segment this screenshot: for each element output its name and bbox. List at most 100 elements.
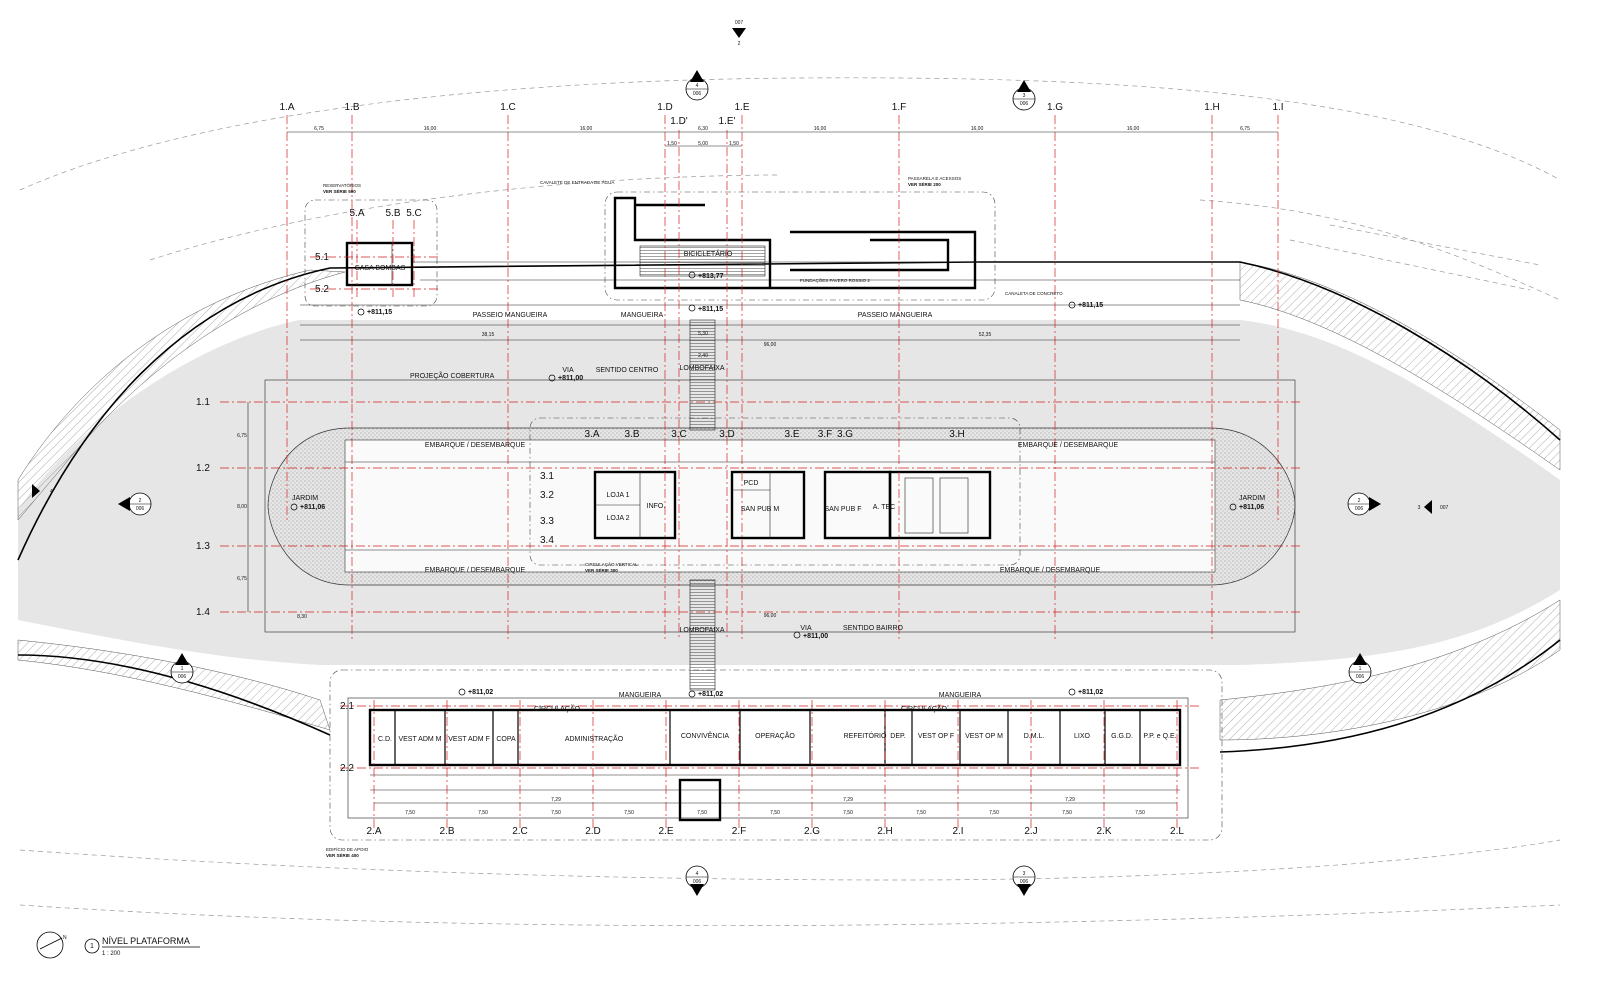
section-4-bottom-num: 4 (696, 871, 699, 877)
section-1-right-ref: 006 (1356, 674, 1365, 680)
room-ppqe: P.P. e Q.E. (1143, 733, 1176, 740)
grid-13: 1.3 (196, 541, 210, 552)
grid-2K: 2.K (1096, 826, 1111, 837)
dim-bot-3: 7,50 (624, 810, 634, 816)
san-pub-f-label: SAN PUB F (825, 506, 862, 513)
grid-labels-bottom: 2.A 2.B 2.C 2.D 2.E 2.F 2.G 2.H 2.I 2.J … (366, 826, 1184, 837)
grid-1I: 1.I (1272, 102, 1283, 113)
room-cd: C.D. (378, 736, 392, 743)
section-2-left-num: 2 (139, 498, 142, 504)
grid-2L: 2.L (1170, 826, 1184, 837)
jardim-left-label: JARDIM (292, 495, 318, 502)
level-apoio-left: +811,02 (458, 688, 493, 696)
dim-729-a: 7,29 (551, 797, 561, 803)
circulacao-right-label: CIRCULAÇÃO (901, 704, 947, 713)
grid-3F: 3.F (818, 429, 832, 440)
grid-2F: 2.F (732, 826, 746, 837)
room-dep: DEP. (890, 733, 905, 740)
level-jardim-right-text: +811,06 (1239, 504, 1264, 511)
lombofaixa-top-label: LOMBOFAIXA (679, 365, 724, 372)
dim-bot-1: 7,50 (478, 810, 488, 816)
grid-1E-prime: 1.E' (719, 116, 736, 127)
section-1-left-num: 1 (181, 666, 184, 672)
room-refeitorio: REFEITÓRIO (844, 731, 887, 740)
section-markers: 4 006 3 006 4 006 3 006 2 (32, 20, 1449, 896)
section-3-bottom-ref: 006 (1020, 879, 1029, 885)
dim-bot-4: 7,50 (697, 810, 707, 816)
grid-2E: 2.E (658, 826, 673, 837)
level-bicicletario: +813,77 (688, 271, 724, 280)
north-arrow (36, 931, 64, 959)
level-passeio-centro: +811,15 (688, 304, 723, 313)
grid-2C: 2.C (512, 826, 528, 837)
cavalete-label: CAVALETE DE ENTRADA DE ÁGUA (540, 179, 614, 185)
dim-bot-7: 7,50 (916, 810, 926, 816)
grid-5A: 5.A (349, 208, 364, 219)
grid-5B: 5.B (385, 208, 400, 219)
view-number: 1 (90, 943, 94, 950)
support-room-labels: C.D. VEST ADM M VEST ADM F COPA ADMINIST… (378, 731, 1177, 743)
section-3-top: 3 006 (1012, 80, 1036, 111)
title-block: N 1 NÍVEL PLATAFORMA 1 : 200 (36, 931, 200, 959)
grid-3E: 3.E (784, 429, 799, 440)
callout-passarela: PASSARELA E ACESSOS (908, 176, 961, 181)
room-ggd: G.G.D. (1111, 733, 1133, 740)
loja1-label: LOJA 1 (607, 492, 630, 499)
section-3-bottom-num: 3 (1023, 871, 1026, 877)
north-strip (300, 279, 1240, 326)
room-copa: COPA (496, 736, 516, 743)
grid-52: 5.2 (315, 284, 329, 295)
dim-row-0: 6,75 (237, 433, 247, 439)
grid-2J: 2.J (1024, 826, 1037, 837)
room-vest-adm-f: VEST ADM F (448, 736, 490, 743)
mangueira-se-label: MANGUEIRA (939, 692, 982, 699)
reservatorio-block (304, 199, 980, 307)
room-operacao: OPERAÇÃO (755, 731, 795, 740)
mangueira-sw-label: MANGUEIRA (619, 692, 662, 699)
grid-1D: 1.D (657, 102, 673, 113)
grid-3B: 3.B (624, 429, 639, 440)
grid-2D: 2.D (585, 826, 601, 837)
level-reservatorio-text: +811,15 (367, 309, 392, 316)
dim-bot-10: 7,50 (1135, 810, 1145, 816)
circulacao-left-label: CIRCULAÇÃO (534, 704, 580, 713)
dim-top-4: 16,00 (814, 126, 827, 132)
level-jardim-left-text: +811,06 (300, 504, 325, 511)
via-bottom-label: VIA (800, 625, 812, 632)
callout-ver-400: VER SÉRIE 400 (326, 851, 359, 858)
a-tec-label: A. TEC (873, 504, 895, 511)
dim-row-2: 6,75 (237, 576, 247, 582)
grid-axes (220, 115, 1300, 830)
grid-2H: 2.H (877, 826, 893, 837)
callouts: RESERVATÓRIOS VER SÉRIE 500 PASSARELA E … (323, 176, 961, 858)
level-apoio-right: +811,02 (1068, 688, 1103, 696)
callout-edificio-apoio: EDIFÍCIO DE APOIO (326, 846, 369, 852)
drawing-title: NÍVEL PLATAFORMA (102, 936, 190, 946)
level-via-centro-text: +811,00 (558, 375, 583, 382)
embarque-ne: EMBARQUE / DESEMBARQUE (1018, 442, 1119, 449)
grid-1H: 1.H (1204, 102, 1220, 113)
info-label: INFO. (647, 503, 666, 510)
callout-reservatorios: RESERVATÓRIOS (323, 182, 361, 188)
room-vest-op-f: VEST OP F (918, 733, 954, 740)
callout-ver-200: VER SÉRIE 200 (908, 180, 941, 187)
room-lixo: LIXO (1074, 733, 1091, 740)
passeio-left-label: PASSEIO MANGUEIRA (473, 312, 548, 319)
grid-31: 3.1 (540, 471, 554, 482)
dim-5235: 52,35 (979, 332, 992, 338)
dim-top-1: 16,00 (424, 126, 437, 132)
elevation-top-ref: 007 (735, 20, 744, 26)
dim-150-left: 1,50 (667, 141, 677, 147)
section-4-bottom-ref: 006 (693, 879, 702, 885)
grid-33: 3.3 (540, 516, 554, 527)
grid-labels-left: 1.1 1.2 1.3 1.4 2.1 2.2 6,75 8,00 6,75 (196, 397, 354, 774)
grid-2B: 2.B (439, 826, 454, 837)
dim-bot-9: 7,50 (1062, 810, 1072, 816)
lombofaixa-north (689, 319, 716, 431)
reservoir-grid-labels: 5.A 5.B 5.C 5.1 5.2 (315, 208, 422, 295)
section-2-right: 2 006 (1347, 492, 1381, 516)
level-apoio-centro-text: +811,02 (698, 691, 723, 698)
grid-1F: 1.F (892, 102, 906, 113)
section-4-bottom: 4 006 (685, 865, 709, 896)
